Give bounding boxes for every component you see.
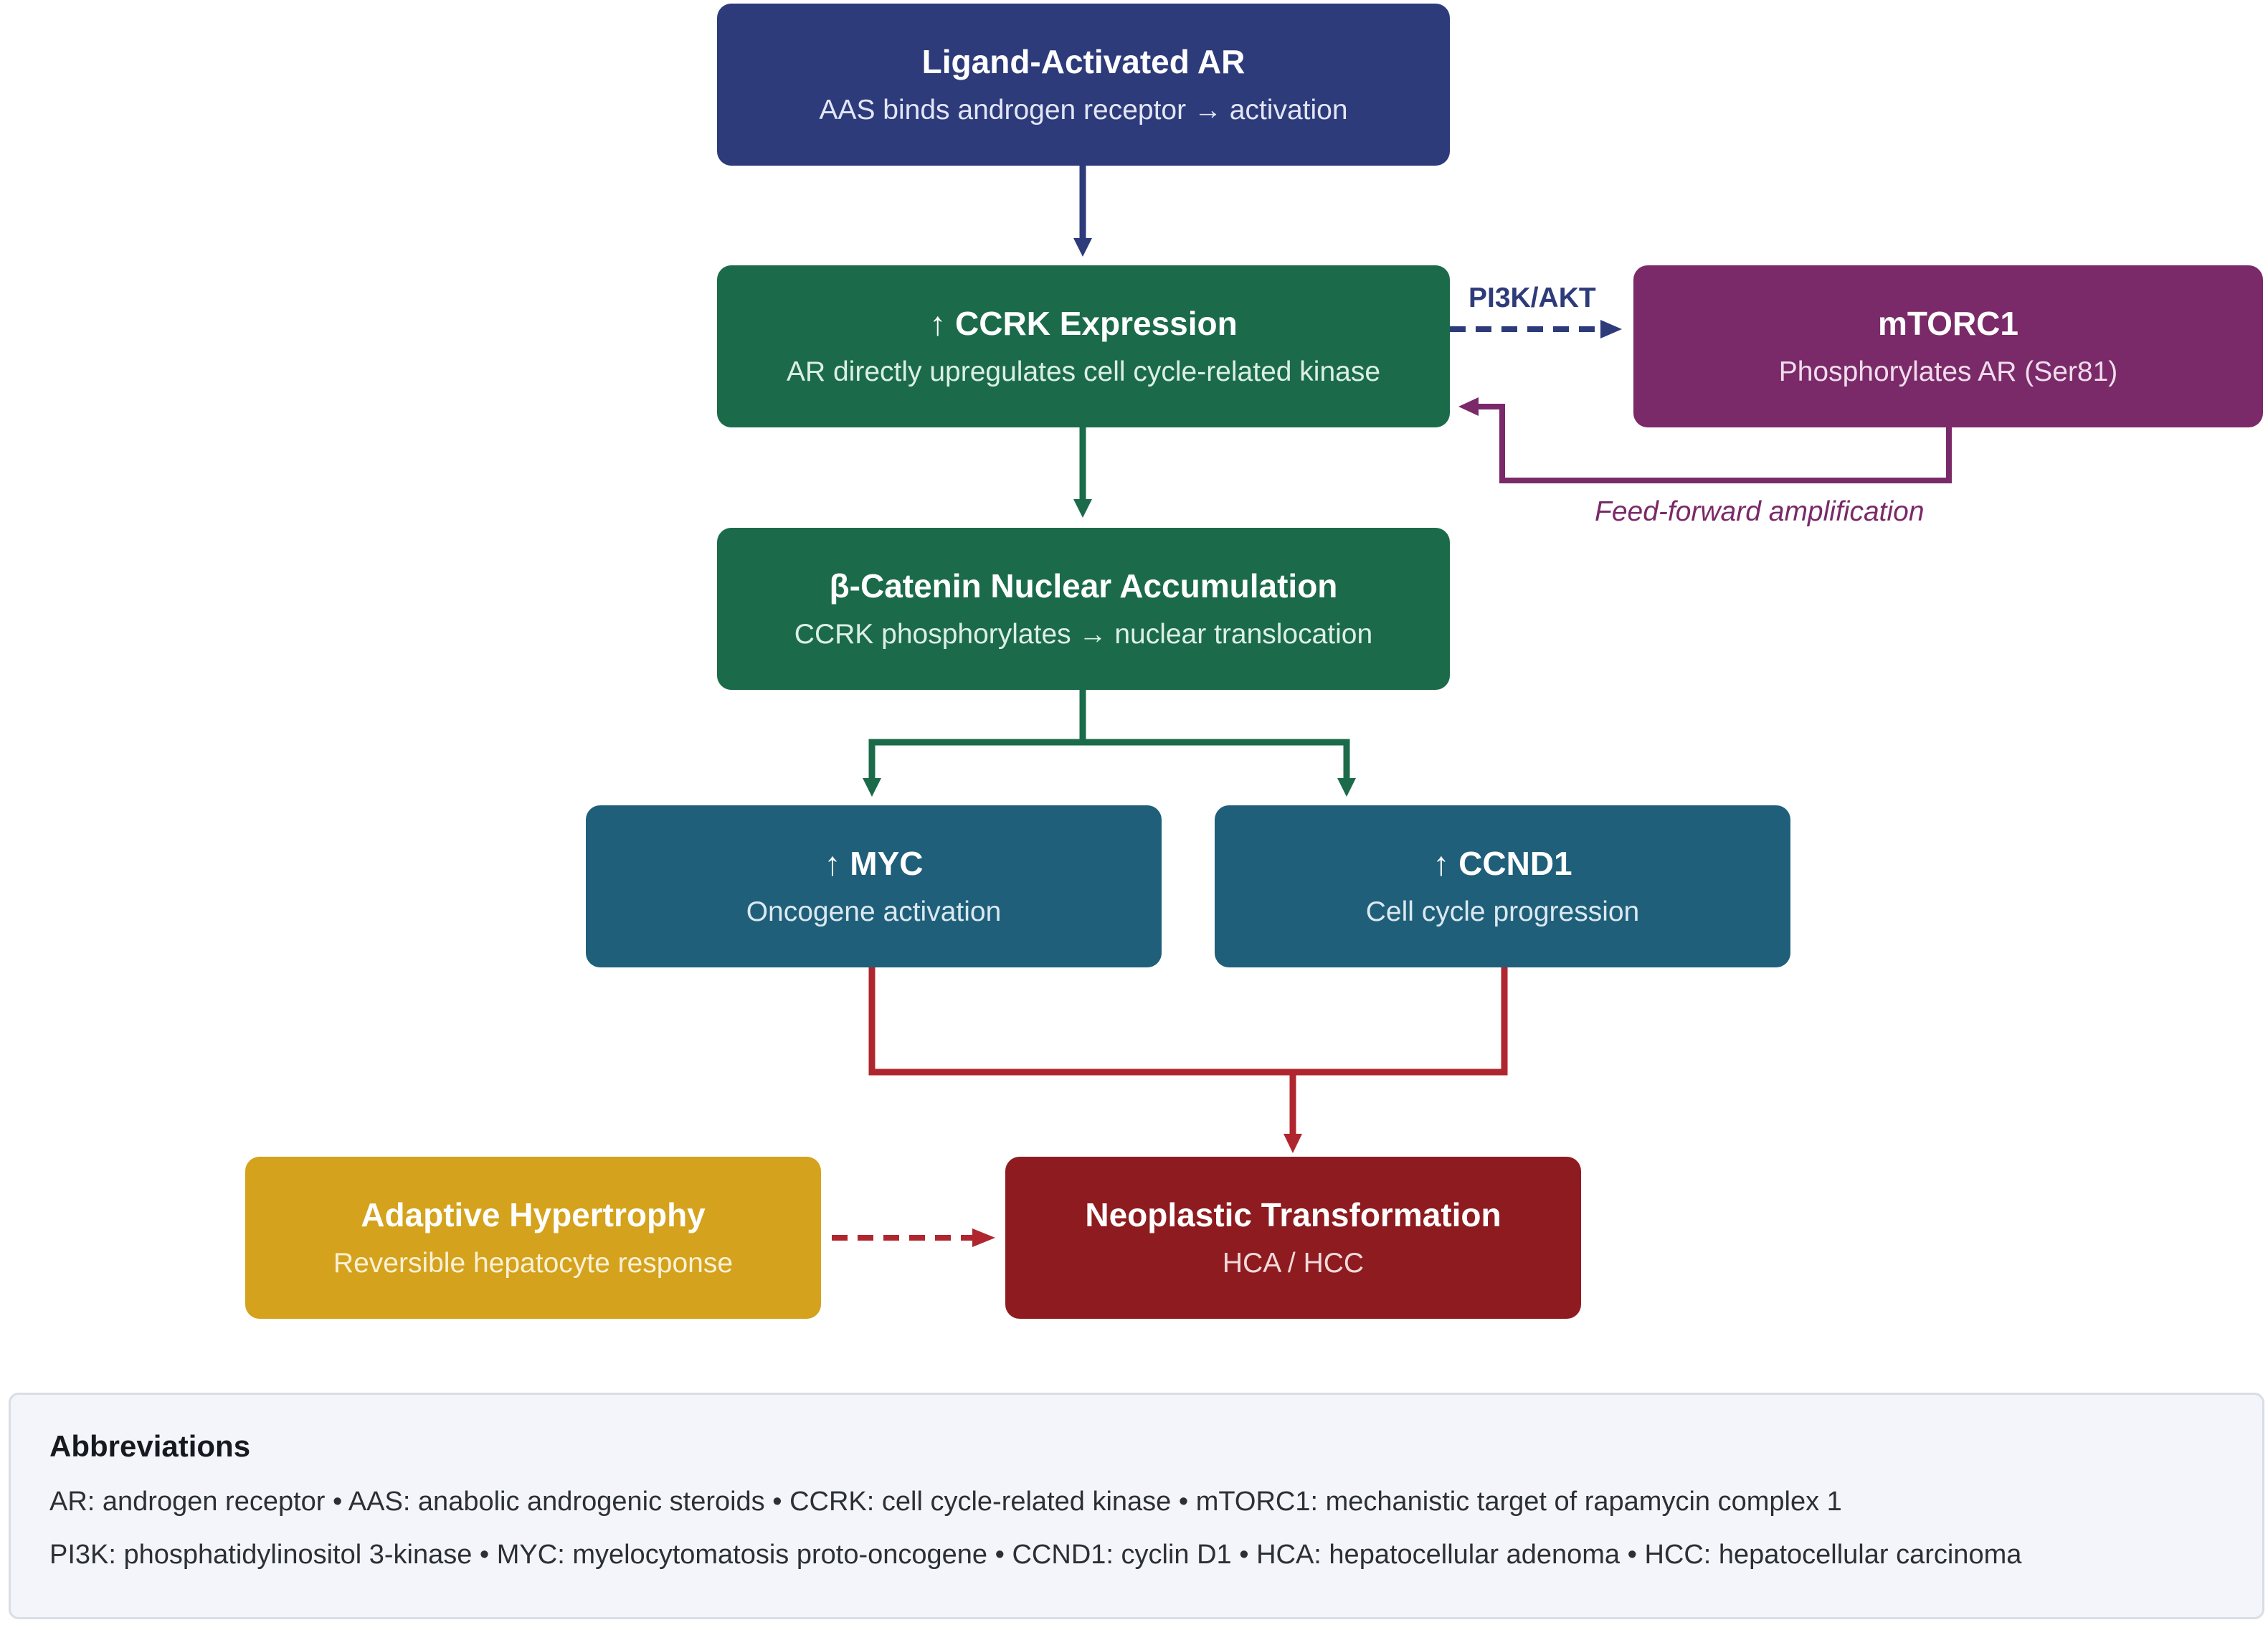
abbreviations-line: PI3K: phosphatidylinositol 3-kinase • MY… — [49, 1540, 2022, 1570]
abbreviations-panel: Abbreviations AR: androgen receptor • AA… — [9, 1393, 2264, 1619]
node-title: mTORC1 — [1878, 305, 2018, 342]
node-title: Adaptive Hypertrophy — [361, 1196, 706, 1233]
node-mtorc1: mTORC1 Phosphorylates AR (Ser81) — [1633, 265, 2263, 427]
node-title: Ligand-Activated AR — [921, 43, 1245, 80]
node-title: ↑ CCRK Expression — [929, 305, 1238, 342]
node-subtitle: HCA / HCC — [1222, 1248, 1365, 1279]
node-neoplastic-transformation: Neoplastic Transformation HCA / HCC — [1005, 1157, 1581, 1319]
node-subtitle: CCRK phosphorylates → nuclear translocat… — [794, 619, 1373, 650]
node-ligand-activated-ar: Ligand-Activated AR AAS binds androgen r… — [717, 4, 1450, 166]
node-ccrk-expression: ↑ CCRK Expression AR directly upregulate… — [717, 265, 1450, 427]
node-adaptive-hypertrophy: Adaptive Hypertrophy Reversible hepatocy… — [245, 1157, 821, 1319]
node-subtitle: Oncogene activation — [746, 896, 1002, 927]
edge-label-feed-forward: Feed-forward amplification — [1595, 496, 1925, 527]
node-subtitle: AR directly upregulates cell cycle-relat… — [786, 356, 1381, 387]
node-title: β-Catenin Nuclear Accumulation — [829, 567, 1338, 605]
arrow-mtorc1-feed-forward — [1458, 397, 1952, 483]
edge-label-pi3k-akt: PI3K/AKT — [1468, 283, 1596, 313]
node-subtitle: Reversible hepatocyte response — [333, 1248, 734, 1279]
node-subtitle: Phosphorylates AR (Ser81) — [1778, 356, 2118, 387]
node-subtitle: Cell cycle progression — [1365, 896, 1640, 927]
abbreviations-title: Abbreviations — [49, 1429, 251, 1463]
arrow-adaptive-to-neoplastic — [832, 1228, 995, 1247]
node-subtitle: AAS binds androgen receptor → activation — [819, 95, 1348, 125]
node-title: ↑ MYC — [824, 845, 924, 882]
node-myc: ↑ MYC Oncogene activation — [586, 805, 1162, 967]
arrow-beta-catenin-branch — [863, 690, 1356, 797]
arrow-ar-to-ccrk — [1073, 166, 1092, 257]
arrow-ccrk-to-mtorc1 — [1450, 320, 1622, 338]
node-beta-catenin: β-Catenin Nuclear Accumulation CCRK phos… — [717, 528, 1450, 690]
node-title: Neoplastic Transformation — [1085, 1196, 1501, 1233]
abbreviations-line: AR: androgen receptor • AAS: anabolic an… — [49, 1487, 1842, 1517]
arrow-ccrk-to-beta-catenin — [1073, 427, 1092, 518]
node-title: ↑ CCND1 — [1433, 845, 1572, 882]
arrow-converge-to-neoplastic — [868, 967, 1508, 1153]
node-ccnd1: ↑ CCND1 Cell cycle progression — [1215, 805, 1790, 967]
